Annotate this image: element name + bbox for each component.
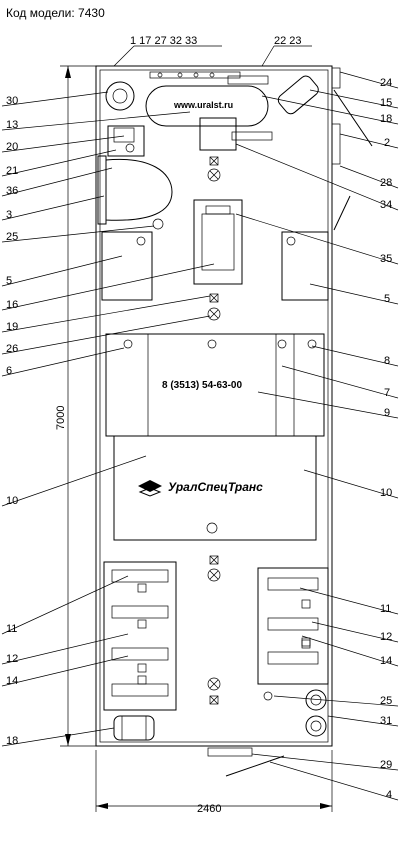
callout-labels-left: 30 13 20 21 36 3 25 5 16 19 26 6 10 11 1… xyxy=(6,95,18,747)
svg-text:25: 25 xyxy=(380,695,392,707)
svg-text:14: 14 xyxy=(380,655,392,667)
svg-text:35: 35 xyxy=(380,253,392,265)
svg-text:6: 6 xyxy=(6,365,12,377)
svg-text:12: 12 xyxy=(380,631,392,643)
svg-text:28: 28 xyxy=(380,177,392,189)
svg-text:25: 25 xyxy=(6,231,18,243)
seat-5-left xyxy=(101,231,153,301)
cylinder-15 xyxy=(277,75,319,115)
rack-left xyxy=(103,561,177,711)
svg-text:11: 11 xyxy=(6,623,17,635)
vehicle-body-inner xyxy=(99,69,329,743)
svg-text:12: 12 xyxy=(6,653,18,665)
rack-right-units xyxy=(267,577,319,665)
svg-text:36: 36 xyxy=(6,185,18,197)
model-code-title: Код модели: 7430 xyxy=(6,6,105,20)
callout-top-group2: 22 23 xyxy=(274,35,302,47)
svg-text:11: 11 xyxy=(380,603,391,615)
svg-text:29: 29 xyxy=(380,759,392,771)
item-3 xyxy=(97,155,107,225)
svg-text:13: 13 xyxy=(6,119,18,131)
svg-text:18: 18 xyxy=(380,113,392,125)
svg-text:2: 2 xyxy=(384,137,390,149)
svg-text:15: 15 xyxy=(380,97,392,109)
block-34 xyxy=(199,117,237,151)
vehicle-body-outline xyxy=(95,65,333,747)
box-20 xyxy=(107,125,145,157)
step-29 xyxy=(207,747,253,757)
svg-text:10: 10 xyxy=(6,495,18,507)
brand-logo: УралСпецТранс xyxy=(138,480,263,497)
svg-text:5: 5 xyxy=(384,293,390,305)
reel-13 xyxy=(105,81,135,111)
tank xyxy=(145,85,269,127)
door-right-upper xyxy=(333,89,373,147)
callout-labels-right: 24 15 18 2 28 34 35 5 8 7 9 10 11 12 14 … xyxy=(380,77,392,801)
svg-text:7: 7 xyxy=(384,387,390,399)
svg-text:8: 8 xyxy=(384,355,390,367)
length-label: 7000 xyxy=(55,406,67,430)
svg-text:21: 21 xyxy=(6,165,18,177)
width-label: 2460 xyxy=(197,803,221,815)
phone-text: 8 (3513) 54-63-00 xyxy=(162,380,242,391)
svg-text:31: 31 xyxy=(380,715,392,727)
svg-text:5: 5 xyxy=(6,275,12,287)
door-right-lower xyxy=(333,195,351,231)
leaders-right xyxy=(235,71,399,801)
svg-text:9: 9 xyxy=(384,407,390,419)
svg-text:20: 20 xyxy=(6,141,18,153)
width-dimension: 2460 xyxy=(95,750,333,815)
svg-text:26: 26 xyxy=(6,343,18,355)
brand-text: УралСпецТранс xyxy=(168,480,263,494)
unit-35 xyxy=(193,199,243,285)
svg-text:19: 19 xyxy=(6,321,18,333)
svg-text:24: 24 xyxy=(380,77,392,89)
svg-text:3: 3 xyxy=(6,209,12,221)
panel-strip-top xyxy=(149,71,241,79)
svg-text:4: 4 xyxy=(386,789,392,801)
rack-left-units xyxy=(111,569,169,697)
svg-text:16: 16 xyxy=(6,299,18,311)
rack-right xyxy=(257,567,329,685)
leaders-left xyxy=(1,91,215,747)
svg-text:10: 10 xyxy=(380,487,392,499)
tank-18 xyxy=(113,715,155,741)
length-dimension: 7000 xyxy=(55,65,96,747)
item-36 xyxy=(105,158,173,221)
svg-text:18: 18 xyxy=(6,735,18,747)
svg-text:30: 30 xyxy=(6,95,18,107)
svg-text:34: 34 xyxy=(380,199,392,211)
panel-10 xyxy=(113,435,317,541)
callout-top-group1: 1 17 27 32 33 xyxy=(130,35,197,47)
door-bottom xyxy=(225,755,285,777)
svg-text:14: 14 xyxy=(6,675,18,687)
seat-5-right xyxy=(281,231,329,301)
website-text: www.uralst.ru xyxy=(173,100,233,110)
